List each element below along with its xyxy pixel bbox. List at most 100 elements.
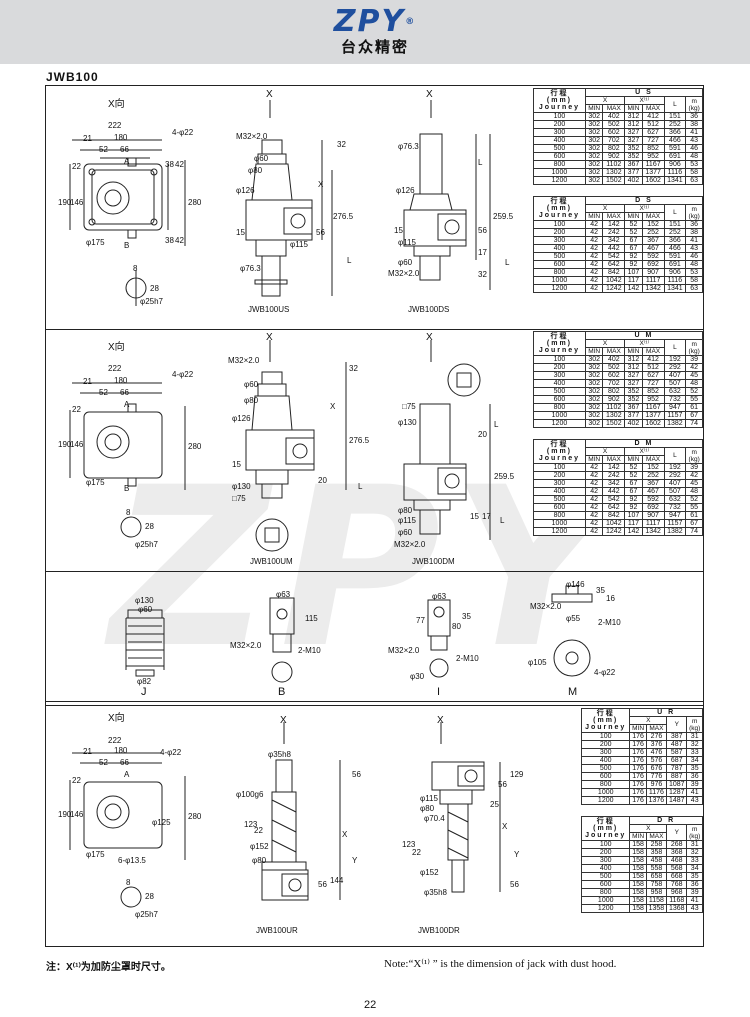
- table-cell: 600: [580, 880, 631, 889]
- x-arrow-ds: X: [426, 89, 433, 100]
- figure-um: JWB100UM: [250, 557, 293, 566]
- mass-m: m: [691, 448, 697, 456]
- table-cell: 55: [685, 503, 703, 512]
- dim2-a: A: [124, 400, 130, 409]
- dim-66: 66: [120, 145, 129, 154]
- ds-259-5: 259.5: [493, 212, 514, 221]
- table-cell: 200: [533, 120, 586, 129]
- table-cell: 107: [624, 268, 643, 277]
- us-15: 15: [236, 228, 245, 237]
- model-title: JWB100: [46, 70, 99, 84]
- dim4-phi125: φ125: [152, 818, 171, 827]
- table-cell: 32: [686, 848, 703, 857]
- x-view-label-2: X向: [108, 342, 125, 353]
- table-cell: 1342: [641, 527, 665, 536]
- table-cell: 732: [663, 395, 687, 404]
- table-cell: 352: [624, 144, 643, 153]
- table-cell: 158: [629, 848, 647, 857]
- table-cell: 200: [580, 740, 631, 749]
- col-x1: X⁽¹⁾: [624, 447, 665, 456]
- table-cell: 36: [685, 112, 703, 121]
- table-cell: 1168: [666, 896, 688, 905]
- table-cell: 800: [533, 160, 586, 169]
- table-cell: 46: [685, 252, 703, 261]
- table-caption: U S: [584, 88, 704, 97]
- table-cell: 1200: [580, 904, 631, 913]
- table-cell: 100: [533, 355, 586, 364]
- table-cell: 668: [666, 872, 688, 881]
- col-x: X: [584, 204, 626, 213]
- table-cell: 252: [641, 471, 665, 480]
- col-x: X: [584, 447, 626, 456]
- um-l: L: [358, 482, 363, 491]
- table-caption: D R: [629, 816, 703, 825]
- table-cell: 800: [580, 780, 631, 789]
- table-cell: 947: [663, 511, 687, 520]
- dim-28: 28: [150, 284, 159, 293]
- table-cell: 200: [533, 228, 586, 237]
- table-cell: 67: [624, 487, 643, 496]
- table-cell: 41: [685, 236, 703, 245]
- dim-146: 146: [70, 198, 84, 207]
- table-cell: 558: [645, 864, 668, 873]
- table-cell: 352: [624, 387, 643, 396]
- dim-4-phi22: 4-φ22: [172, 128, 194, 137]
- table-cell: 407: [663, 479, 687, 488]
- table-cell: 176: [629, 748, 647, 757]
- table-cell: 48: [685, 152, 703, 161]
- table-cell: 1157: [663, 411, 687, 420]
- accessory-m-drawing: [552, 586, 592, 676]
- table-cell: 45: [685, 371, 703, 380]
- table-cell: 468: [666, 856, 688, 865]
- table-cell: 158: [629, 904, 647, 913]
- table-cell: 38: [685, 120, 703, 129]
- figure-dr: JWB100DR: [418, 926, 460, 935]
- table-cell: 151: [663, 112, 687, 121]
- ds-17: 17: [478, 248, 487, 257]
- table-cell: 67: [685, 411, 703, 420]
- table-cell: 1302: [602, 168, 626, 177]
- dr-22: 22: [412, 848, 421, 857]
- dr-56b: 56: [510, 880, 519, 889]
- table-cell: 41: [686, 788, 703, 797]
- ur-phi80: φ80: [252, 856, 267, 865]
- table-cell: 300: [580, 748, 631, 757]
- table-cell: 117: [624, 519, 643, 528]
- journey-label: 行程: [550, 441, 569, 448]
- col-x: X: [629, 716, 668, 725]
- top-view-1: [70, 140, 185, 306]
- table-cell: 402: [624, 419, 643, 428]
- dim2-66: 66: [120, 388, 129, 397]
- col-l: L: [663, 447, 687, 464]
- table-cell: 100: [580, 840, 631, 849]
- note-chinese: 注：X⁽¹⁾为加防尘罩时尺寸。: [46, 962, 171, 973]
- table-cell: 158: [629, 896, 647, 905]
- table-cell: 38: [685, 228, 703, 237]
- table-cell: 142: [624, 284, 643, 293]
- table-cell: 1242: [602, 527, 626, 536]
- table-cell: 1157: [663, 519, 687, 528]
- dm-15: 15: [470, 512, 479, 521]
- table-cell: 242: [602, 471, 626, 480]
- table-cell: 768: [666, 880, 688, 889]
- journey-label: 行程: [550, 333, 569, 340]
- table-cell: 776: [645, 772, 668, 781]
- table-cell: 787: [666, 764, 688, 773]
- table-cell: 42: [584, 284, 604, 293]
- table-cell: 34: [686, 864, 703, 873]
- figure-m: M: [568, 686, 578, 698]
- ds-l2: L: [505, 258, 510, 267]
- table-cell: 67: [685, 519, 703, 528]
- table-cell: 758: [645, 880, 668, 889]
- acc-i-80: 80: [452, 622, 461, 631]
- table-caption: U M: [584, 331, 704, 340]
